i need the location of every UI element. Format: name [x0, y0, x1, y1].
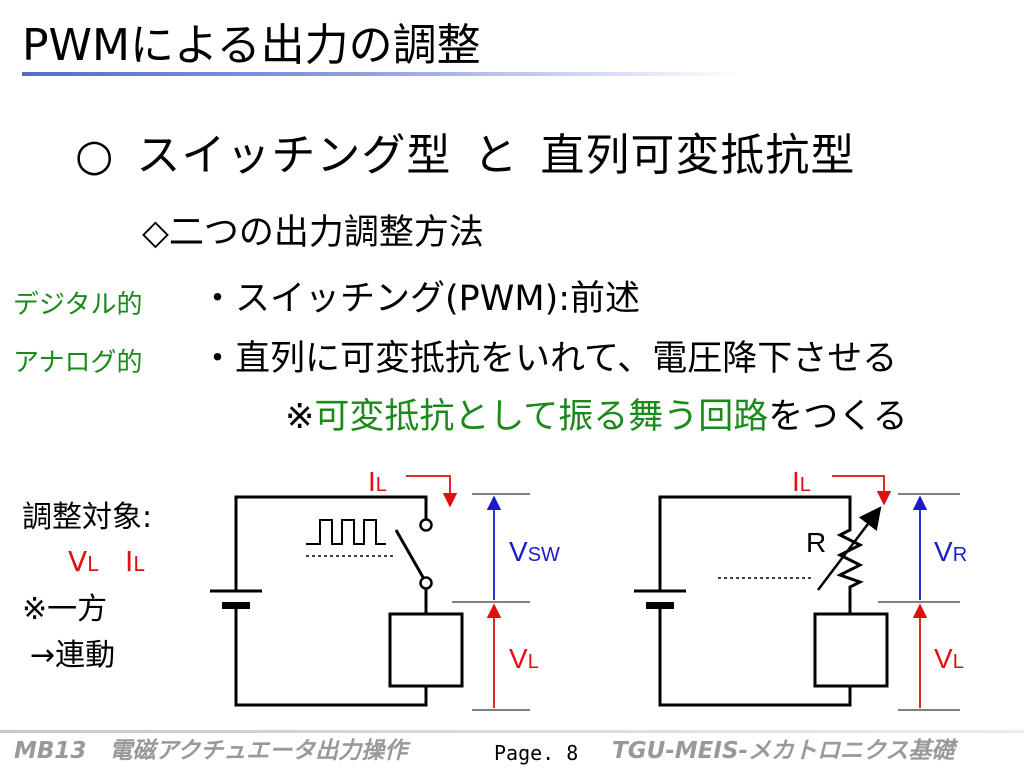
resistor-zigzag — [836, 523, 864, 614]
footer-course: MB13 電磁アクチュエータ出力操作 — [14, 738, 408, 764]
tag-analog: アナログ的 — [13, 348, 143, 378]
switch-top-terminal — [419, 518, 433, 532]
left-current-label: IL — [368, 466, 387, 497]
bullet-series-resistor: ・直列に可変抵抗をいれて、電圧降下させる — [200, 339, 898, 379]
switching-circuit: IL VSW VL — [210, 466, 560, 711]
right-load-box — [813, 612, 889, 688]
circle-symbol: ○ — [75, 130, 115, 181]
battery-short-plate — [222, 602, 250, 609]
left-circuit-wire-bottom — [234, 608, 428, 707]
note-highlight: 可変抵抗として振る舞う回路 — [314, 397, 769, 437]
resistor-label: R — [806, 527, 826, 558]
footer-subject: TGU-MEIS-メカトロニクス基礎 — [612, 738, 955, 764]
left-circuit-wire — [234, 495, 428, 591]
note-line: ※可変抵抗として振る舞う回路をつくる — [285, 394, 908, 440]
right-current-arrow — [832, 475, 892, 506]
left-current-arrow — [406, 475, 458, 508]
footer-bar — [0, 730, 1024, 733]
right-vl-label: VL — [934, 643, 964, 674]
bullet-switching: ・スイッチング(PWM):前述 — [200, 279, 641, 319]
slide-title: PWMによる出力の調整 — [22, 20, 481, 71]
right-circuit-wire — [658, 495, 852, 591]
main-heading: ○ スイッチング型と直列可変抵抗型 — [75, 128, 855, 184]
left-vsw-label: VSW — [509, 536, 560, 567]
right-vr-label: VR — [934, 536, 967, 567]
variable-resistor-arrow — [817, 506, 882, 591]
adjust-target-note: ※一方 — [22, 592, 108, 627]
right-circuit-wire-bottom — [658, 608, 852, 707]
heading-conjunction: と — [473, 130, 519, 181]
left-vl-label: VL — [509, 643, 539, 674]
tag-digital: デジタル的 — [13, 290, 143, 320]
switch-lever — [394, 529, 426, 580]
heading-series-resistor-type: 直列可変抵抗型 — [540, 130, 856, 181]
title-underline — [22, 72, 742, 76]
right-battery-short-plate — [646, 602, 674, 609]
adjust-target-link: →連動 — [30, 638, 116, 673]
pwm-pulse-icon — [306, 519, 386, 545]
series-resistor-circuit: IL R VR VL — [634, 466, 967, 711]
heading-switching-type: スイッチング型 — [136, 130, 452, 181]
left-load-box — [388, 612, 464, 688]
right-current-label: IL — [792, 466, 811, 497]
subheading: ◇二つの出力調整方法 — [142, 213, 484, 253]
switch-bottom-terminal — [419, 576, 433, 590]
var-voltage: VL — [68, 545, 99, 578]
adjust-target-vars: VL IL — [68, 544, 144, 582]
footer-page-number: Page. 8 — [494, 741, 579, 765]
adjust-target-label: 調整対象: — [22, 500, 153, 535]
var-current: IL — [125, 545, 145, 578]
note-prefix: ※ — [285, 397, 315, 437]
note-suffix: をつくる — [768, 397, 908, 437]
